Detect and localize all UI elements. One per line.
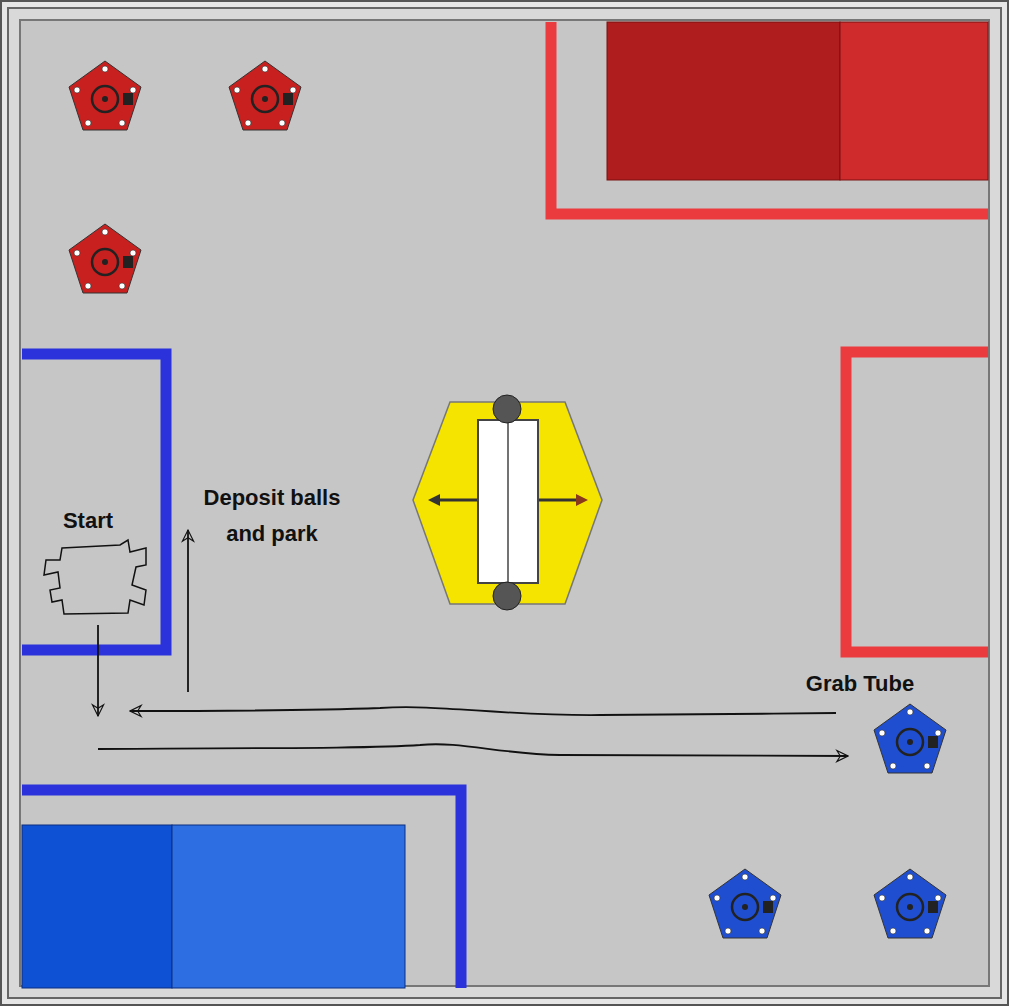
field-note: Deposit balls and park xyxy=(182,480,362,552)
field-note: Grab Tube xyxy=(785,666,935,702)
field-note: Start xyxy=(33,503,143,539)
